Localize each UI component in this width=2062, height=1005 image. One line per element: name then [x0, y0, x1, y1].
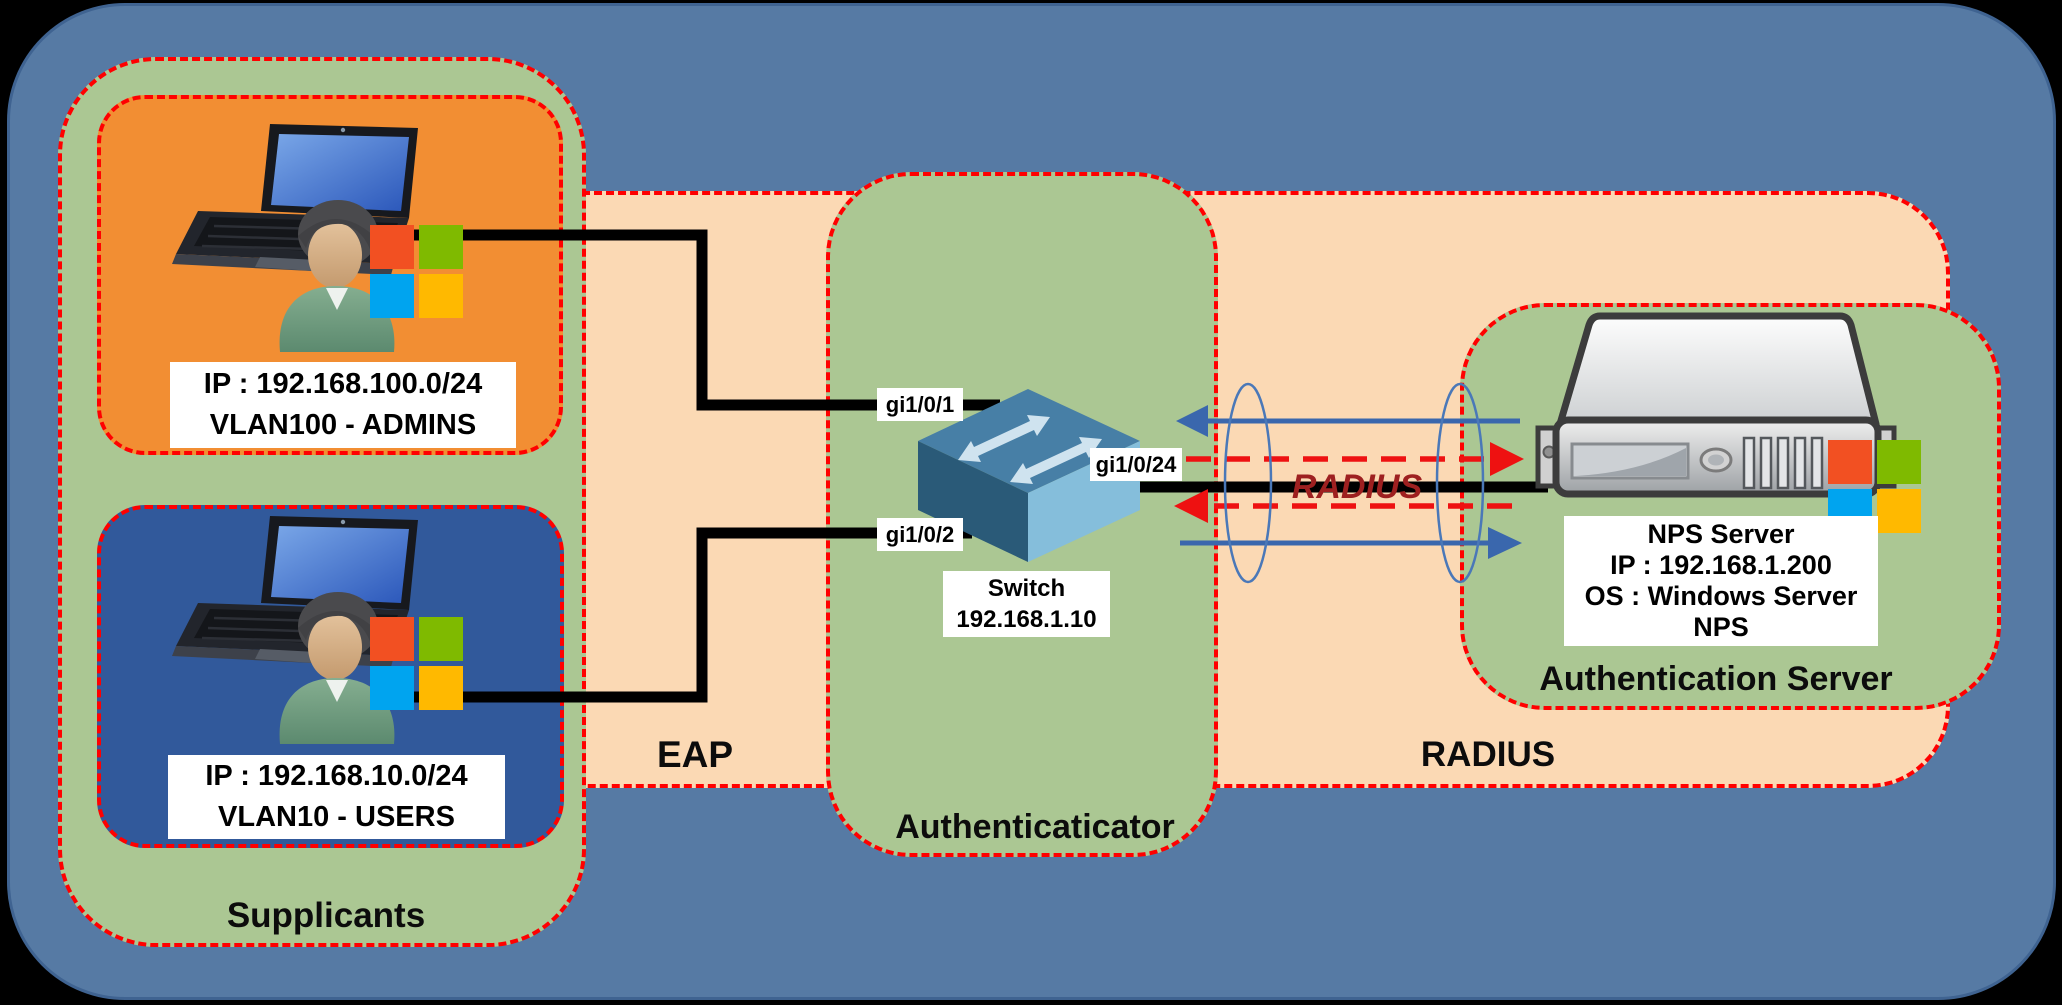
radius-band-label: RADIUS — [1420, 735, 1556, 774]
admins-ip-text: IP : 192.168.100.0/24 — [203, 368, 483, 400]
laptop-user-icon-users — [170, 514, 465, 746]
nps-os-text: OS : Windows Server — [1584, 581, 1858, 611]
users-vlan-text: VLAN10 - USERS — [218, 801, 455, 833]
radius-link-label: RADIUS — [1291, 468, 1423, 506]
server-icon — [1535, 312, 1921, 533]
authentication-server-zone-label: Authentication Server — [1539, 660, 1893, 698]
nps-server-info-label: NPS Server IP : 192.168.1.200 OS : Windo… — [1564, 516, 1878, 646]
eap-band-label: EAP — [656, 734, 734, 775]
tunnel-ellipse-left — [1223, 382, 1273, 584]
radius-response-arrow — [1174, 489, 1512, 523]
admins-vlan-text: VLAN100 - ADMINS — [209, 409, 477, 441]
users-ip-text: IP : 192.168.10.0/24 — [205, 760, 468, 792]
port-label-gi1-0-24: gi1/0/24 — [1090, 448, 1182, 481]
eap-flow-left-arrow — [1176, 405, 1520, 437]
eap-flow-right-arrow — [1180, 527, 1522, 559]
switch-info-label: Switch 192.168.1.10 — [943, 571, 1110, 637]
supplicants-zone-label: Supplicants — [226, 896, 426, 935]
tunnel-ellipse-right — [1435, 382, 1485, 584]
microsoft-logo-icon — [1828, 440, 1921, 533]
switch-arrows-glyph — [958, 415, 1050, 462]
users-info-label: IP : 192.168.10.0/24 VLAN10 - USERS — [168, 755, 505, 839]
ethernet-cable-users — [345, 527, 972, 703]
switch-name-text: Switch — [987, 575, 1066, 602]
nps-ip-text: IP : 192.168.1.200 — [1610, 550, 1832, 580]
server-vents — [1742, 436, 1824, 490]
nps-role-text: NPS — [1693, 612, 1749, 642]
nps-name-text: NPS Server — [1647, 519, 1795, 549]
port-label-gi1-0-2: gi1/0/2 — [877, 518, 963, 551]
radius-request-arrow — [1186, 442, 1524, 476]
authenticator-zone-label: Authenticaticator — [895, 808, 1175, 846]
switch-arrows-glyph — [1010, 437, 1102, 484]
port-label-gi1-0-1: gi1/0/1 — [877, 388, 963, 421]
admins-info-label: IP : 192.168.100.0/24 VLAN100 - ADMINS — [170, 362, 516, 448]
switch-ip-text: 192.168.1.10 — [956, 606, 1097, 633]
laptop-user-icon-admins — [170, 122, 465, 354]
ethernet-cable-admins — [345, 229, 1000, 411]
